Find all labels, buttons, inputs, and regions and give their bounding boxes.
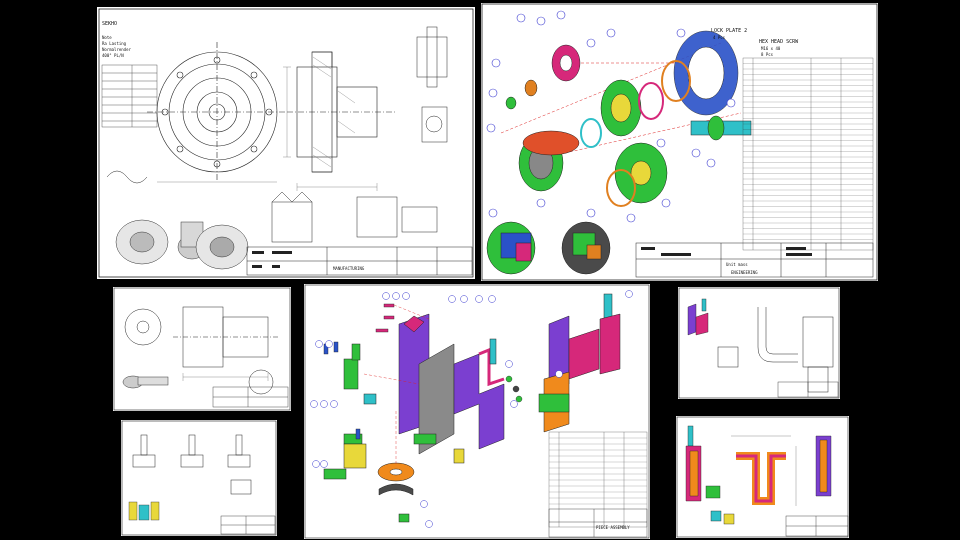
callout-hex-screw-spec: M16 x 40 xyxy=(761,46,781,51)
pipe-assembly-detail-drawing xyxy=(676,416,849,538)
drawing-sheet-pipe-assembly-detail[interactable] xyxy=(676,416,849,538)
drawing-sheet-exploded-gearbox[interactable]: LOCK PLATE 2 4 Pcs HEX HEAD SCRW M16 x 4… xyxy=(481,3,878,281)
exploded-gearbox-drawing xyxy=(481,3,878,281)
drawing-sheet-pipe-bend[interactable] xyxy=(678,287,840,399)
sheet-a-note-3: Normalrender xyxy=(102,47,131,52)
piece-assembly-drawing xyxy=(304,284,650,539)
callout-lock-plate: LOCK PLATE 2 xyxy=(711,28,748,34)
sheet-a-header: SEKHO xyxy=(102,21,118,27)
sheet-b-unit: Unit mass xyxy=(726,262,748,267)
callout-lock-plate-qty: 4 Pcs xyxy=(713,35,726,40)
sheet-a-note-4: 400° PL/N xyxy=(102,53,124,58)
drawing-sheet-bracket[interactable] xyxy=(121,420,277,536)
shaft-drawing xyxy=(113,287,291,411)
pipe-bend-drawing xyxy=(678,287,840,399)
sheet-a-note-1: Note xyxy=(102,35,112,40)
drawing-sheet-hub-flange[interactable]: SEKHO Note Ra Lasting Normalrender 400° … xyxy=(97,7,475,279)
callout-hex-screw: HEX HEAD SCRW xyxy=(759,39,799,45)
sheet-a-note-2: Ra Lasting xyxy=(102,41,127,46)
sheet-b-title-block: ENGINEERING xyxy=(731,270,758,275)
sheet-a-footer: MANUFACTURING xyxy=(333,266,365,271)
callout-hex-screw-qty: 8 Pcs xyxy=(761,52,774,57)
bracket-drawing xyxy=(121,420,277,536)
drawing-sheet-shaft[interactable] xyxy=(113,287,291,411)
hub-flange-drawing xyxy=(98,8,474,278)
drawing-sheet-piece-assembly[interactable]: PIECE ASSEMBLY xyxy=(304,284,650,539)
sheet-d-title: PIECE ASSEMBLY xyxy=(596,525,630,530)
